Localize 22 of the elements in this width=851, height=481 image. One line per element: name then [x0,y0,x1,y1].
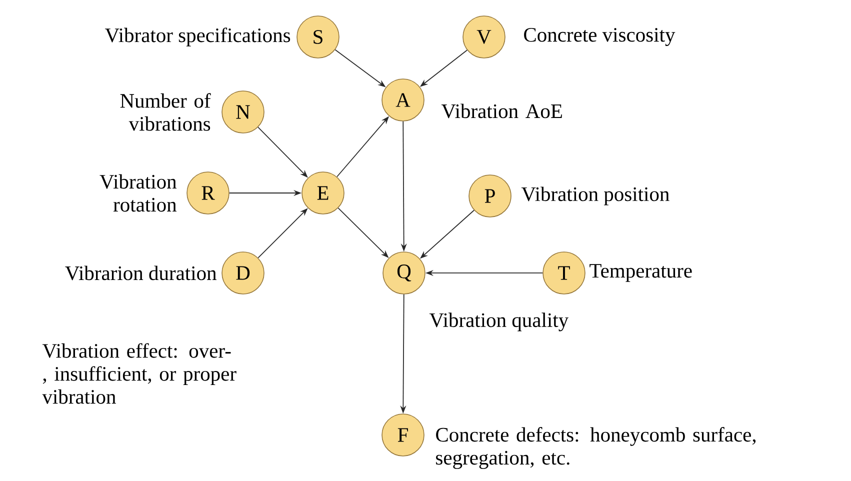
node-label: Concrete defects: honeycomb surface, segregation, etc. [436,427,756,469]
node-label: Number of vibrations [120,93,211,131]
circle-node: F [382,414,424,456]
node-label: Vibrator specifications [105,28,290,46]
node-label: Vibration rotation [100,174,177,212]
circle-node: T [542,252,586,294]
circle-node: S [296,16,340,58]
node-label: Vibration AoE [441,104,562,118]
node-label: Vibration position [521,186,670,206]
circle-node: A [382,78,424,122]
note-text: Vibration effect: over-, insufficient, or proper vibration [42,343,236,404]
node-label: Vibration quality [429,312,569,332]
node-label: Temperature [590,264,692,282]
circle-node: Q [382,252,426,294]
circle-node: N [222,90,264,134]
node-label: Vibrarion duration [65,266,216,280]
circle-node: E [302,172,344,214]
circle-node: P [468,174,512,218]
circle-node: D [222,252,264,294]
circle-node: R [186,172,230,214]
circle-node: V [462,16,506,58]
node-label: Concrete viscosity [524,28,676,46]
